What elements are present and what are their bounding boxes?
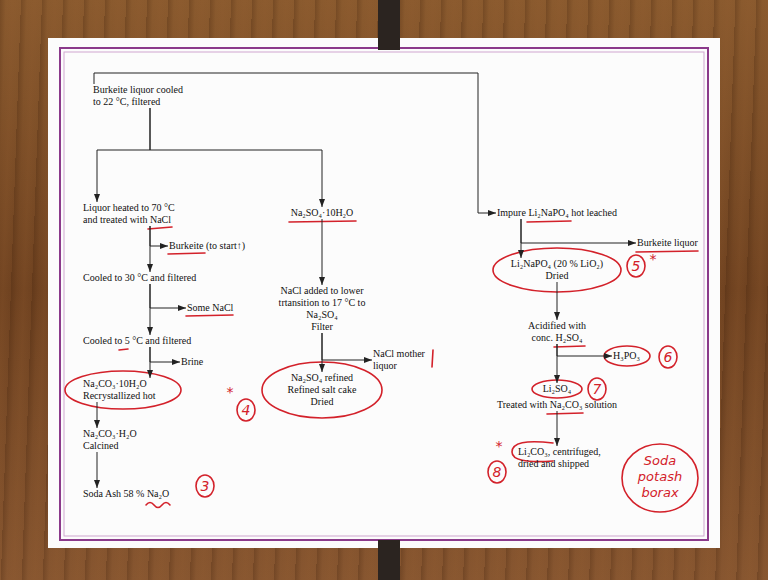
process-step: Cooled to 5 °C and filtered	[82, 335, 222, 347]
step-text: Soda Ash 58 % Na₂O	[83, 488, 201, 500]
flow-arrow	[150, 284, 151, 335]
flow-arrow	[521, 219, 522, 258]
process-step: Acidified with conc. H₂SO₄	[520, 320, 594, 344]
flow-arrow	[322, 219, 323, 285]
red-circle	[622, 444, 698, 512]
step-text: NaCl mother liquor	[373, 348, 427, 372]
red-circle	[196, 475, 214, 497]
flow-arrow	[557, 344, 612, 356]
process-step: Burkeite liquor	[636, 237, 711, 249]
red-underline	[636, 251, 698, 252]
red-circle	[627, 255, 645, 277]
process-step: Brine	[180, 356, 220, 368]
step-text: Na₂SO₄ refined Refined salt cake Dried	[282, 372, 362, 408]
red-circle	[659, 346, 677, 368]
slide-border-inner	[64, 52, 704, 536]
flow-arrow	[150, 284, 186, 308]
step-text: Burkeite liquor cooled to 22 °C, filtere…	[93, 84, 187, 108]
step-text: Burkeite liquor	[637, 237, 710, 249]
step-text: Treated with Na₂CO₃ solution	[488, 399, 626, 411]
callout-number: 5	[626, 257, 646, 275]
process-step: Liquor heated to 70 °C and treated with …	[82, 202, 182, 226]
flow-arrow	[94, 73, 496, 213]
flow-arrow	[150, 226, 168, 246]
step-text: NaCl added to lower trtansition to 17 °C…	[267, 285, 377, 321]
step-text: Some NaCl	[187, 302, 245, 314]
step-text: Brine	[181, 356, 219, 368]
red-underline	[547, 413, 583, 414]
step-text: Li₂SO₄	[488, 383, 626, 395]
process-step: Cooled to 30 °C and filtered	[82, 272, 222, 284]
process-step: Na₂SO₄·10H₂O	[277, 207, 367, 219]
slide-border	[60, 48, 708, 540]
step-text: Na₂CO₃·10H₂O	[83, 378, 191, 390]
step-text: Filter	[267, 321, 377, 333]
red-tick	[432, 350, 433, 367]
callout-number: 6	[658, 348, 678, 366]
red-squiggle	[146, 503, 170, 508]
flow-arrow	[150, 347, 151, 378]
handwritten-note: Soda potash borax	[628, 453, 692, 501]
process-step: Na₂CO₃·H₂OCalcined	[82, 428, 182, 452]
process-step: Na₂CO₃·10H₂ORecrystallized hot	[82, 378, 192, 402]
flow-arrow	[322, 333, 372, 360]
step-text: Na₂SO₄·10H₂O	[278, 207, 366, 219]
callout-number: 7	[587, 380, 607, 398]
step-text: Li₂NaPO₄ (20 % LiO₂) Dried	[506, 258, 608, 282]
step-text: Impure Li₂NaPO₄ hot leached	[497, 207, 635, 219]
process-step: NaCl mother liquor	[372, 348, 428, 372]
red-circle	[588, 378, 606, 400]
callout-number: 4	[236, 401, 256, 419]
step-text: Liquor heated to 70 °C and treated with …	[83, 202, 181, 226]
flow-arrow	[97, 402, 98, 428]
flow-arrow	[557, 411, 558, 446]
flow-arrow	[97, 452, 98, 488]
process-step: Li₂CO₃, centrifuged, dried and shipped	[517, 446, 617, 470]
step-text: Burkeite (to start↑)	[169, 240, 267, 252]
process-step: Na₂SO₄ refined Refined salt cake Dried	[281, 372, 363, 408]
red-underline	[119, 349, 128, 350]
process-step: Impure Li₂NaPO₄ hot leached	[496, 207, 636, 219]
callout-number: *	[643, 250, 663, 268]
process-step: Li₂NaPO₄ (20 % LiO₂) Dried	[505, 258, 609, 282]
callout-number: 3	[195, 477, 215, 495]
flow-arrow	[150, 347, 180, 362]
flow-arrow	[150, 108, 322, 207]
step-text: Recrystallized hot	[83, 390, 191, 402]
process-step: Burkeite (to start↑)	[168, 240, 268, 252]
step-text: Na₂CO₃·H₂O	[83, 428, 181, 440]
red-underline	[554, 346, 585, 347]
red-underline	[168, 253, 205, 254]
callout-number: *	[489, 437, 509, 455]
flow-arrow	[97, 108, 150, 202]
step-text: Calcined	[83, 440, 181, 452]
process-step: Soda Ash 58 % Na₂O	[82, 488, 202, 500]
step-text: Cooled to 30 °C and filtered	[83, 272, 221, 284]
flow-arrow	[150, 226, 151, 272]
binder-bar	[378, 540, 400, 580]
flow-arrow	[557, 282, 558, 320]
step-text: H₃PO₃	[613, 350, 651, 362]
callout-number: 8	[487, 463, 507, 481]
process-step: NaCl added to lower trtansition to 17 °C…	[266, 285, 378, 333]
red-circle	[237, 399, 255, 421]
flow-arrow	[557, 344, 558, 383]
slide-sheet	[48, 38, 720, 548]
red-circle	[488, 461, 506, 483]
binder-bar	[378, 0, 400, 50]
red-underline	[527, 221, 571, 222]
step-text: Cooled to 5 °C and filtered	[83, 335, 221, 347]
flow-arrow	[521, 219, 636, 243]
step-text: Acidified with conc. H₂SO₄	[521, 320, 593, 344]
process-step: Li₂SO₄ Treated with Na₂CO₃ solution	[487, 383, 627, 411]
flow-arrow	[322, 333, 323, 372]
process-step: H₃PO₃	[612, 350, 652, 362]
step-text: Li₂CO₃, centrifuged, dried and shipped	[518, 446, 616, 470]
process-step: Some NaCl	[186, 302, 246, 314]
red-underline	[148, 227, 172, 229]
red-underline	[186, 315, 233, 316]
process-step: Burkeite liquor cooled to 22 °C, filtere…	[92, 84, 188, 108]
callout-number: *	[220, 383, 240, 401]
